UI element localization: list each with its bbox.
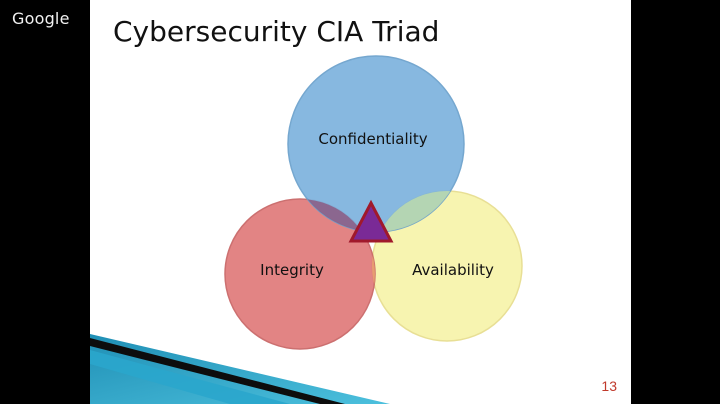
google-logo: Google bbox=[12, 9, 70, 28]
slide-corner-decoration bbox=[90, 334, 390, 404]
slide-number: 13 bbox=[601, 378, 617, 394]
integrity-label: Integrity bbox=[260, 261, 324, 279]
slide-title: Cybersecurity CIA Triad bbox=[113, 15, 440, 48]
confidentiality-label: Confidentiality bbox=[318, 130, 427, 148]
center-triangle-marker bbox=[348, 199, 394, 243]
presentation-slide: Cybersecurity CIA Triad Confidentiality … bbox=[90, 0, 631, 404]
cia-venn-diagram: Confidentiality Integrity Availability bbox=[224, 55, 523, 350]
availability-label: Availability bbox=[412, 261, 494, 279]
